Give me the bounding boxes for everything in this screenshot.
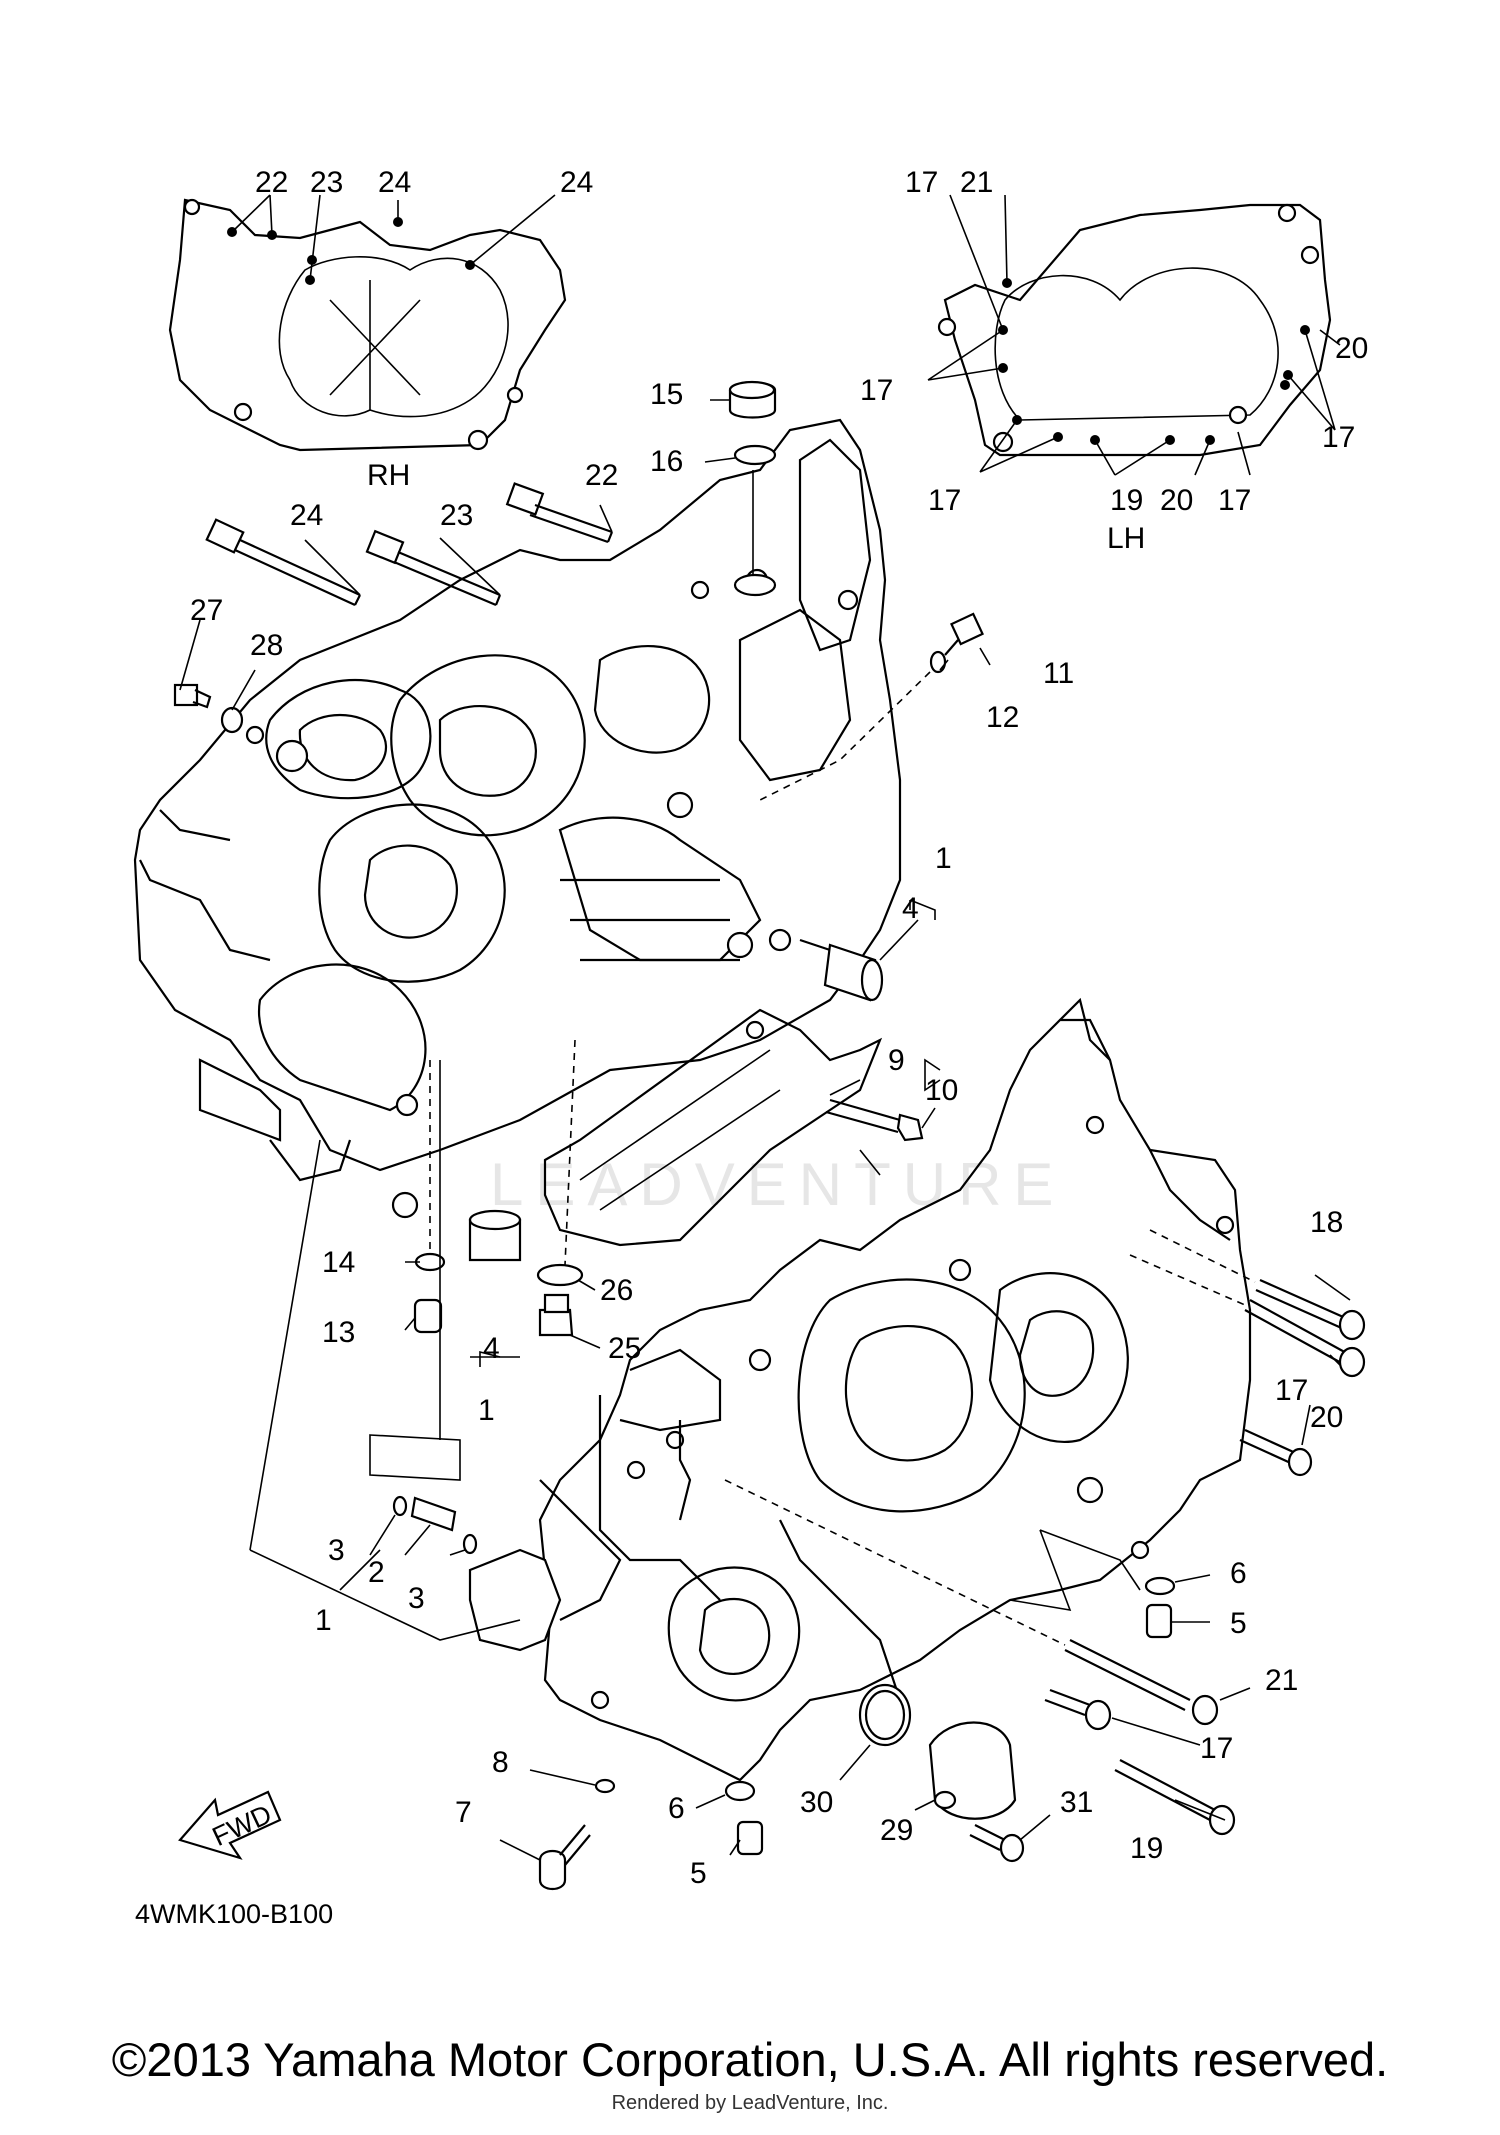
- callout: 3: [408, 1582, 425, 1615]
- callout: 24: [378, 166, 411, 199]
- crankcase-left-half: [133, 418, 902, 1219]
- oil-pipe-assembly: [392, 1495, 562, 1652]
- callout: 19: [1110, 484, 1143, 517]
- bolt-5a: [1145, 1603, 1173, 1639]
- callout: 6: [1230, 1557, 1247, 1590]
- drain-bolt-25: [538, 1308, 574, 1337]
- callout: 17: [1218, 484, 1251, 517]
- callout: 5: [1230, 1607, 1247, 1640]
- washer-8: [594, 1778, 616, 1794]
- washer-26: [536, 1263, 584, 1287]
- callout: 29: [880, 1814, 913, 1847]
- callout: 1: [315, 1604, 332, 1637]
- callout: 17: [1200, 1732, 1233, 1765]
- callout: 18: [1310, 1206, 1343, 1239]
- leader-lines: [179, 399, 1351, 1861]
- bolt-13: [413, 1298, 443, 1334]
- bolt-31: [969, 1824, 1025, 1863]
- callout: 13: [322, 1316, 355, 1349]
- bolt-22: [505, 482, 614, 544]
- callout: 11: [1043, 657, 1074, 690]
- callout: 12: [986, 701, 1019, 734]
- bolt-11: [950, 612, 984, 646]
- callout: 21: [960, 166, 993, 199]
- callout: 17: [860, 374, 893, 407]
- callout: 10: [925, 1074, 958, 1107]
- callout: 5: [690, 1857, 707, 1890]
- bolt-17-right: [1239, 1428, 1313, 1477]
- callout: 27: [190, 594, 223, 627]
- callout: 17: [1322, 421, 1355, 454]
- callout: 7: [455, 1796, 472, 1829]
- callout: 19: [1130, 1832, 1163, 1865]
- washer-6a: [1144, 1576, 1176, 1596]
- callout: 24: [290, 499, 323, 532]
- watermark: LEADVENTURE: [490, 1151, 1065, 1218]
- callout: 14: [322, 1246, 355, 1279]
- callout: 24: [560, 166, 593, 199]
- bolt-10: [896, 1113, 924, 1142]
- copyright-notice: ©2013 Yamaha Motor Corporation, U.S.A. A…: [111, 2033, 1389, 2086]
- bolt-5b: [736, 1820, 764, 1856]
- bolt-21: [724, 1479, 1219, 1726]
- callout: 17: [905, 166, 938, 199]
- callout: 30: [800, 1786, 833, 1819]
- washer-28: [220, 706, 244, 734]
- callout: 6: [668, 1792, 685, 1825]
- callout: 23: [440, 499, 473, 532]
- lh-gasket-inset: [927, 194, 1341, 476]
- bracket-lines: [249, 899, 1141, 1641]
- fwd-arrow-icon: FWD: [178, 1790, 282, 1860]
- callout: 22: [255, 166, 288, 199]
- callout: 28: [250, 629, 283, 662]
- washer-12: [929, 650, 947, 674]
- callout-labels: 22 23 24 24 17 21 20 17 17 17 19 20 17 1…: [190, 166, 1368, 1890]
- bolt-23: [365, 529, 502, 607]
- fastener-parts: [173, 380, 1366, 1891]
- lh-label: LH: [1107, 522, 1145, 555]
- callout: 3: [328, 1534, 345, 1567]
- callout: 20: [1335, 332, 1368, 365]
- callout: 17: [1275, 1374, 1308, 1407]
- callout: 1: [935, 842, 952, 875]
- rh-gasket-inset: [168, 194, 567, 452]
- rh-label: RH: [367, 459, 410, 492]
- callout: 20: [1310, 1401, 1343, 1434]
- bolt-24: [205, 518, 361, 606]
- bolt-7: [538, 1849, 567, 1891]
- callout: 4: [902, 892, 919, 925]
- callout: 16: [650, 445, 683, 478]
- callout: 20: [1160, 484, 1193, 517]
- crankcase-right-half: [538, 997, 1252, 1782]
- diagram-code: 4WMK100-B100: [135, 1899, 333, 1929]
- callout: 9: [888, 1044, 905, 1077]
- callout: 2: [368, 1556, 385, 1589]
- callout: 4: [483, 1332, 500, 1365]
- washer-6b: [724, 1780, 756, 1802]
- bolt-20: [1129, 1254, 1366, 1378]
- callout: 21: [1265, 1664, 1298, 1697]
- crankcase-cover-9: [543, 1008, 883, 1247]
- callout: 31: [1060, 1786, 1093, 1819]
- callout: 22: [585, 459, 618, 492]
- callout: 25: [608, 1332, 641, 1365]
- callout: 23: [310, 166, 343, 199]
- callout: 26: [600, 1274, 633, 1307]
- rendered-by-notice: Rendered by LeadVenture, Inc.: [611, 2092, 889, 2114]
- callout: 8: [492, 1746, 509, 1779]
- oring-16: [733, 444, 777, 466]
- callout: 17: [928, 484, 961, 517]
- bolt-18: [1149, 1229, 1366, 1341]
- callout: 15: [650, 378, 683, 411]
- bolt-19-lower: [1114, 1759, 1236, 1836]
- callout: 1: [478, 1394, 495, 1427]
- bolt-17-lower: [1044, 1688, 1112, 1731]
